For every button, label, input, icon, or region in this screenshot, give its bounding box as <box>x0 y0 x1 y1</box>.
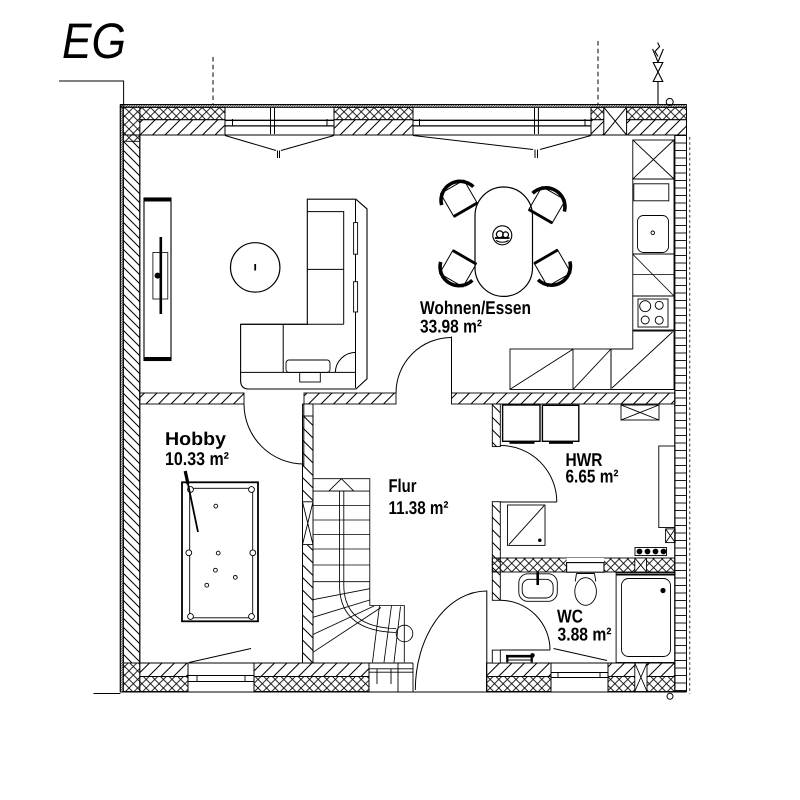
svg-text:Flur: Flur <box>389 475 417 496</box>
svg-text:3.88 m²: 3.88 m² <box>558 624 612 645</box>
svg-text:WC: WC <box>557 606 583 627</box>
svg-text:Wohnen/Essen: Wohnen/Essen <box>420 297 531 318</box>
svg-text:10.33 m²: 10.33 m² <box>165 448 229 469</box>
svg-text:33.98 m²: 33.98 m² <box>420 316 482 337</box>
svg-text:11.38 m²: 11.38 m² <box>389 497 449 518</box>
svg-text:EG: EG <box>62 13 126 69</box>
svg-text:6.65 m²: 6.65 m² <box>566 466 619 487</box>
svg-text:HWR: HWR <box>566 449 603 470</box>
svg-text:Hobby: Hobby <box>165 428 227 449</box>
